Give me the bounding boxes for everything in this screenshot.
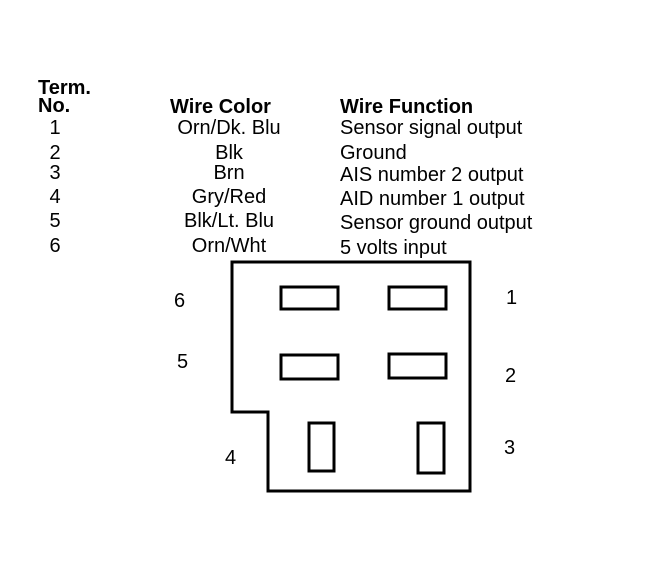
pin-label-4: 4 <box>225 447 237 469</box>
wire-function: 5 volts input <box>340 237 447 259</box>
wire-function: AIS number 2 output <box>340 164 524 186</box>
wire-function: Sensor signal output <box>340 117 523 139</box>
pin-cavity-4 <box>307 421 336 473</box>
header-wire-function: Wire Function <box>340 96 474 118</box>
wire-function: Ground <box>340 142 407 164</box>
wire-color: Blk <box>215 142 243 164</box>
term-number: 5 <box>49 210 61 232</box>
term-number: 3 <box>49 162 61 184</box>
pin-cavity-3 <box>416 421 446 475</box>
term-number: 4 <box>49 186 61 208</box>
wire-function: Sensor ground output <box>340 212 533 234</box>
wire-function: AID number 1 output <box>340 188 525 210</box>
header-no: No. <box>38 95 71 117</box>
pin-cavity-2 <box>387 352 448 380</box>
pin-label-2: 2 <box>505 365 517 387</box>
pin-cavity-6 <box>279 285 340 311</box>
pin-label-5: 5 <box>177 351 189 373</box>
wire-color: Orn/Wht <box>191 235 267 257</box>
pin-label-6: 6 <box>174 290 186 312</box>
wire-color: Blk/Lt. Blu <box>183 210 275 232</box>
pin-label-3: 3 <box>504 437 516 459</box>
header-wire-color: Wire Color <box>170 96 271 118</box>
pin-cavity-5 <box>279 353 340 381</box>
pin-label-1: 1 <box>506 287 518 309</box>
term-number: 6 <box>49 235 61 257</box>
pin-cavity-1 <box>387 285 448 311</box>
header-term: Term. <box>38 77 91 99</box>
term-number: 1 <box>49 117 61 139</box>
connector-outline <box>230 260 472 493</box>
wire-color: Brn <box>213 162 245 184</box>
wire-color: Gry/Red <box>191 186 267 208</box>
wire-color: Orn/Dk. Blu <box>177 117 281 139</box>
term-number: 2 <box>49 142 61 164</box>
